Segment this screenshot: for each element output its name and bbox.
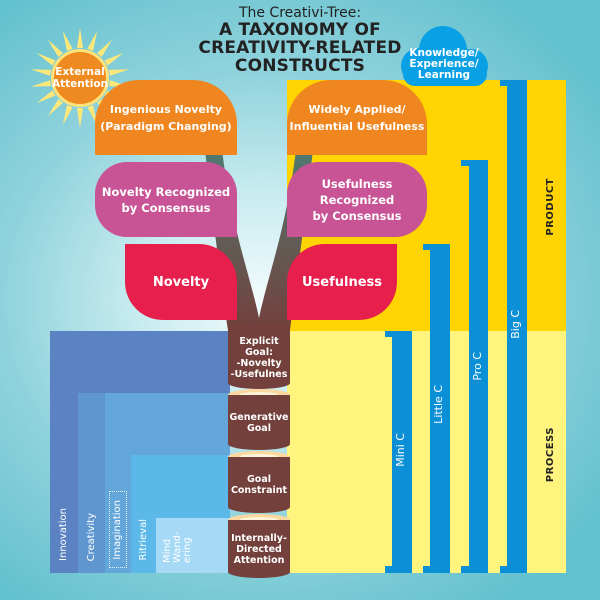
title-line-3: CONSTRUCTS — [234, 56, 366, 76]
diagram-title: The Creativi-Tree: A TAXONOMY OF CREATIV… — [180, 5, 420, 76]
trunk-text-line-1: Generative — [229, 411, 289, 423]
mini-c-hook-bottom — [385, 566, 393, 573]
cloud-line-1: Knowledge/ — [409, 47, 479, 59]
leaf-text-line-1: Usefulness Recognized — [319, 176, 395, 207]
leaf-text-line-1: Novelty Recognized — [101, 184, 231, 199]
external-attention-sun: External Attention — [51, 49, 109, 107]
trunk-text-line-2: -Novelty — [236, 357, 282, 369]
mind-wandering-line-3: ering — [182, 537, 193, 563]
leaf-novelty-recognized: Novelty Recognized by Consensus — [95, 162, 237, 237]
leaf-usefulness-recognized: Usefulness Recognized by Consensus — [287, 162, 427, 237]
leaf-novelty: Novelty — [125, 244, 237, 320]
trunk-text-line-1: Goal — [247, 474, 271, 485]
trunk-generative-goal: Generative Goal — [228, 395, 290, 450]
leaf-text-line-2: by Consensus — [121, 200, 211, 215]
mini-c-hook-top — [385, 331, 393, 337]
trunk-text-line-3: -Usefulnes — [230, 368, 288, 380]
trunk-goal-constraint: Goal Constraint — [228, 457, 290, 513]
trunk-text-line-3: Attention — [233, 554, 285, 566]
imagination-dotted-frame — [109, 491, 127, 568]
little-c-hook-top — [423, 244, 431, 250]
trunk-text-line-1: Explicit Goal: — [239, 335, 279, 358]
box-mind-wandering — [156, 518, 230, 573]
leaf-text-line-1: Widely Applied/ — [308, 102, 406, 116]
cloud-line-3: Learning — [417, 69, 471, 81]
cloud-line-2: Experience/ — [409, 58, 479, 70]
trunk-text-line-2: Constraint — [230, 485, 288, 496]
leaf-text-line-1: Ingenious Novelty — [109, 102, 223, 116]
mind-wandering-label: ering Wand- Mind — [162, 531, 203, 563]
leaf-text-line-2: Influential Usefulness — [289, 119, 425, 133]
trunk-text-line-1: Internally- — [231, 532, 287, 544]
sun-label-line-2: Attention — [51, 78, 109, 90]
little-c-bar — [430, 244, 450, 573]
big-c-bar — [507, 80, 527, 573]
mind-wandering-line-1: Mind — [162, 538, 173, 563]
knowledge-cloud-label: Knowledge/ Experience/ Learning — [398, 48, 490, 81]
trunk-explicit-goal: Explicit Goal: -Novelty -Usefulnes — [228, 326, 290, 389]
sun-label-line-1: External — [55, 66, 105, 78]
trunk-internally-directed-attention: Internally- Directed Attention — [228, 520, 290, 578]
innovation-label: Innovation — [58, 508, 69, 561]
title-line-1: A TAXONOMY OF — [219, 20, 381, 40]
title-subtitle: The Creativi-Tree: — [238, 5, 362, 21]
leaf-ingenious-novelty: Ingenious Novelty (Paradigm Changing) — [95, 80, 237, 155]
mini-c-bar — [392, 331, 412, 573]
pro-c-bar — [469, 160, 488, 573]
trunk-text-line-2: Goal — [246, 422, 271, 434]
big-c-hook-bottom — [500, 566, 508, 573]
leaf-text-line-2: (Paradigm Changing) — [100, 119, 232, 133]
trunk-text-line-2: Directed — [236, 543, 282, 555]
leaf-usefulness: Usefulness — [287, 244, 397, 320]
pro-c-hook-top — [461, 160, 470, 166]
imagination-label: Imagination — [112, 500, 123, 560]
leaf-text: Novelty — [152, 274, 210, 290]
leaf-widely-applied: Widely Applied/ Influential Usefulness — [287, 80, 427, 155]
big-c-hook-top — [500, 80, 508, 86]
leaf-text: Usefulness — [301, 274, 383, 290]
mind-wandering-line-2: Wand- — [172, 531, 183, 563]
cloud-icon — [401, 26, 488, 86]
little-c-hook-bottom — [423, 566, 431, 573]
creativity-label: Creativity — [86, 513, 97, 562]
pro-c-hook-bottom — [461, 566, 470, 573]
retrieval-label: Ritrieval — [138, 519, 149, 561]
leaf-text-line-2: by Consensus — [312, 208, 402, 223]
title-line-2: CREATIVITY-RELATED — [198, 38, 402, 58]
